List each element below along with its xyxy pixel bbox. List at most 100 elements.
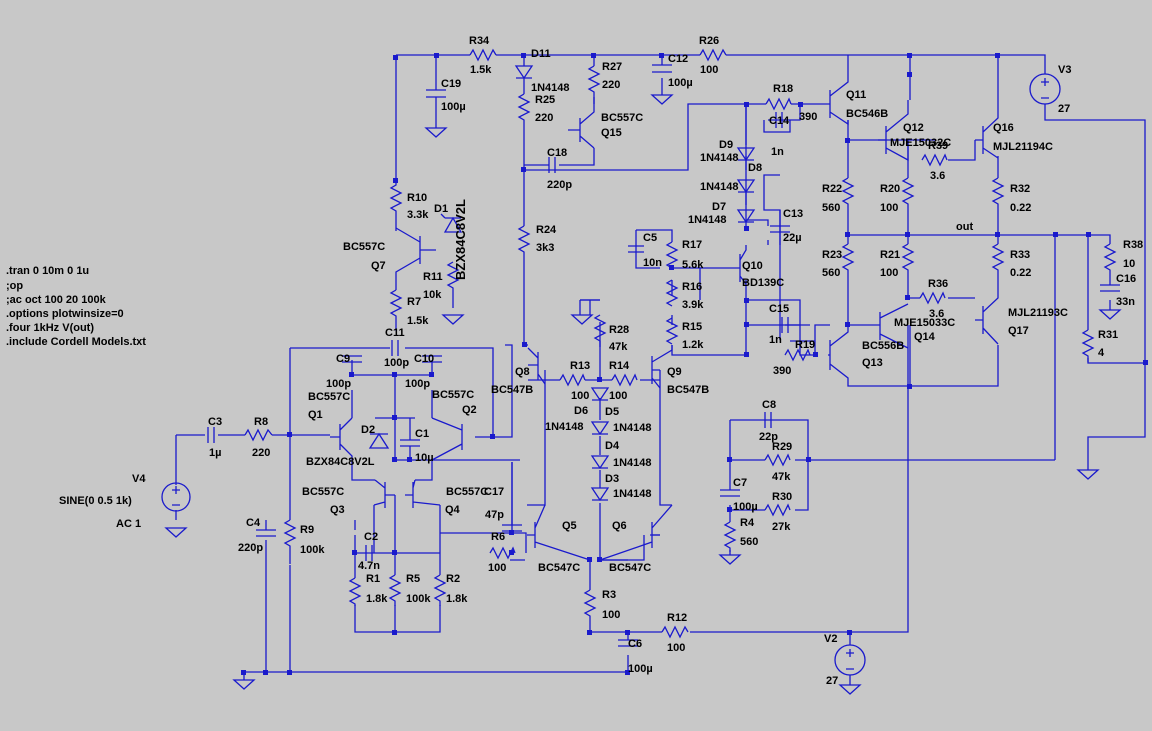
resistor-R3	[583, 589, 597, 620]
component-ref-r34: R34	[469, 35, 490, 47]
resistor-R29	[764, 453, 791, 467]
component-value-r17: 5.6k	[682, 259, 704, 271]
component-value-c3: 1µ	[209, 447, 221, 459]
resistor-R21	[901, 243, 915, 278]
resistor-R17	[665, 241, 679, 269]
resistor-R10	[389, 180, 403, 231]
resistor-R27	[587, 65, 601, 97]
component-value-r23: 560	[822, 267, 840, 279]
diode-D5	[590, 421, 610, 436]
component-ref-r32: R32	[1010, 183, 1030, 195]
resistor-R23	[841, 243, 855, 278]
component-value-c10: 100p	[405, 378, 430, 390]
ground-symbol	[718, 554, 742, 565]
transistor-Q4	[405, 479, 441, 508]
component-ref-r5: R5	[406, 573, 420, 585]
component-labels: R341.5kR26100R27220R25220R18390R103.3kR1…	[59, 35, 1143, 687]
voltage-source-V4	[161, 482, 191, 512]
spice-directive[interactable]: .tran 0 10m 0 1u	[6, 265, 89, 277]
component-ref-r26: R26	[699, 35, 719, 47]
component-value-c18: 220p	[547, 179, 572, 191]
spice-directive[interactable]: .include Cordell Models.txt	[6, 336, 146, 348]
ground-symbol	[838, 684, 862, 695]
component-ref-q8: Q8	[515, 366, 530, 378]
component-ref-d2: D2	[361, 424, 375, 436]
component-ref-r13: R13	[570, 360, 590, 372]
component-value-q7: BC557C	[343, 241, 385, 253]
component-ref-c10: C10	[414, 353, 434, 365]
component-ref-q14: Q14	[914, 331, 936, 343]
ground-symbol	[1098, 309, 1122, 320]
resistor-R13	[559, 373, 586, 387]
transistor-Q13	[828, 325, 910, 387]
component-ref-r14: R14	[609, 360, 630, 372]
resistor-R24	[517, 225, 531, 258]
component-value-q13: BC556B	[862, 340, 904, 352]
component-value-r6: 100	[488, 562, 506, 574]
component-value-c17: 47p	[485, 509, 504, 521]
component-value-r24: 3k3	[536, 242, 554, 254]
component-ref-r25: R25	[535, 94, 555, 106]
component-ref-q10: Q10	[742, 260, 763, 272]
resistor-R16	[665, 279, 679, 307]
component-value-q8: BC547B	[491, 384, 533, 396]
component-ref-r9: R9	[300, 524, 314, 536]
transistor-Q14	[870, 303, 909, 349]
spice-directive[interactable]: .four 1kHz V(out)	[6, 322, 94, 334]
transistor-Q10	[730, 245, 747, 285]
component-ref-q3: Q3	[330, 504, 345, 516]
component-ref-c2: C2	[364, 531, 378, 543]
component-ref-q5: Q5	[562, 520, 577, 532]
transistor-Q8	[527, 347, 546, 385]
spice-directive[interactable]: ;op	[6, 280, 23, 292]
capacitor-C12	[652, 64, 672, 73]
resistor-R5	[388, 574, 402, 606]
component-value-q12: MJE15032C	[890, 137, 951, 149]
component-value-q11: BC546B	[846, 108, 888, 120]
component-ref-r15: R15	[682, 321, 702, 333]
capacitor-C18	[548, 157, 556, 173]
component-ref-q1: Q1	[308, 409, 323, 421]
component-value-r21: 100	[880, 267, 898, 279]
component-ref-r27: R27	[602, 61, 622, 73]
component-ref-c12: C12	[668, 53, 688, 65]
resistor-R18	[765, 97, 792, 111]
component-value-r4: 560	[740, 536, 758, 548]
component-ref-r6: R6	[491, 531, 505, 543]
component-ref-r11: R11	[423, 271, 443, 283]
component-value-r20: 100	[880, 202, 898, 214]
component-ref-c16: C16	[1116, 273, 1136, 285]
component-value-r12: 100	[667, 642, 685, 654]
diode-D1	[440, 213, 463, 233]
capacitor-C9	[342, 355, 362, 363]
capacitor-C6	[618, 639, 638, 647]
transistor-Q12	[878, 100, 909, 162]
component-value-q6: BC547C	[609, 562, 651, 574]
transistor-Q16	[975, 112, 999, 159]
component-ref-r24: R24	[536, 224, 557, 236]
spice-directive[interactable]: .options plotwinsize=0	[6, 308, 124, 320]
capacitor-C4	[256, 529, 276, 537]
component-symbols	[161, 48, 1122, 695]
resistor-R26	[699, 48, 727, 62]
component-ref-d9: D9	[719, 139, 733, 151]
component-value-c16: 33n	[1116, 296, 1135, 308]
capacitor-C1	[400, 418, 420, 460]
component-value-c6: 100µ	[628, 663, 653, 675]
component-ref-d4: D4	[605, 440, 620, 452]
component-value-r5: 100k	[406, 593, 431, 605]
resistor-R1	[348, 577, 362, 606]
capacitor-C15	[781, 317, 789, 333]
ground-symbol	[441, 314, 465, 325]
voltage-source-V3	[1029, 73, 1061, 105]
resistor-R38	[1103, 243, 1117, 276]
component-ref-r7: R7	[407, 296, 421, 308]
spice-directive[interactable]: ;ac oct 100 20 100k	[6, 294, 107, 306]
component-value-q14: MJE15033C	[894, 317, 955, 329]
capacitor-C19	[426, 89, 446, 105]
component-ref-d8: D8	[748, 162, 762, 174]
component-ref-c3: C3	[208, 416, 222, 428]
component-ref-r3: R3	[602, 589, 616, 601]
resistor-R28	[593, 314, 607, 347]
